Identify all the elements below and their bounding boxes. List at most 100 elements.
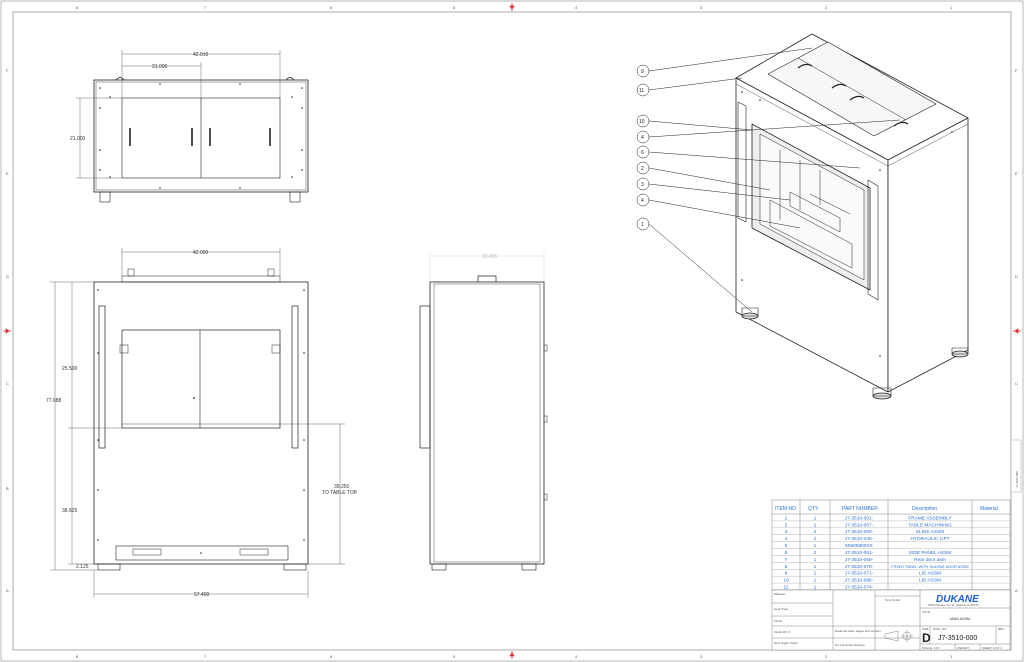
bom-part-number: J7-3510-001- [845, 515, 874, 521]
zone-col-label: 8 [76, 5, 79, 10]
bom-table [771, 499, 1011, 591]
balloon-label: 10 [639, 119, 645, 125]
balloon-callouts [636, 47, 901, 313]
bom-qty: 1 [814, 536, 817, 542]
zone-row-label: A [1015, 588, 1018, 593]
zone-col-label: 2 [825, 5, 828, 10]
bom-item-no: 4 [785, 536, 788, 542]
dim-front-bottom: 57.400 [194, 592, 210, 598]
bom-item-no: 7 [785, 557, 788, 563]
balloon-label: 6 [641, 150, 644, 156]
zone-row-label: D [6, 274, 9, 279]
dim-front-width: 42.000 [193, 250, 209, 256]
bom-description: FRAME ASSEMBLY [908, 515, 952, 521]
bom-item-no: 5 [785, 543, 788, 549]
bom-qty: 1 [814, 543, 817, 549]
tb-title-label: TITLE: [922, 610, 931, 614]
bom-header-desc: Description [912, 506, 937, 512]
zone-col-label: 3 [700, 654, 703, 659]
balloon-label: 11 [639, 88, 644, 94]
tb-break-edges: Break all sharp edges and corners [835, 629, 881, 633]
zone-row-label: C [1015, 381, 1018, 386]
zone-col-label: 5 [453, 654, 456, 659]
tb-drawn-by: Tony Sutter [885, 598, 900, 602]
bom-item-no: 9 [785, 571, 788, 577]
tb-next-higher-label: Next Higher Assm: [774, 641, 799, 645]
bom-item-no: 6 [785, 550, 788, 556]
bom-part-number: J7-3510-071- [845, 571, 874, 577]
side-stamp: J7-3510-000 [1015, 471, 1019, 488]
bom-item-no: 2 [785, 522, 788, 528]
zone-row-label: D [1015, 274, 1018, 279]
center-marks [3, 3, 1021, 659]
dim-front-height: 77.688 [46, 398, 62, 404]
zone-row-label: E [6, 171, 9, 176]
bom-part-number: J7-3510-070- [845, 564, 874, 570]
bom-item-no: 1 [785, 515, 788, 521]
tb-do-not-scale: Do Not Scale Drawing [835, 643, 865, 647]
zone-row-label: E [1015, 171, 1018, 176]
sheet-inner-frame [12, 11, 1012, 651]
side-stamp-box [1010, 439, 1022, 493]
bom-qty: 1 [814, 515, 817, 521]
zone-col-label: 1 [950, 654, 953, 659]
dim-front-table: 39.250 [334, 484, 350, 490]
zone-row-label: C [6, 381, 9, 386]
tb-heat-treat-label: Heat Treat: [774, 607, 789, 611]
bom-qty: 1 [814, 584, 817, 590]
dim-front-lower: 38.625 [62, 508, 78, 514]
bom-part-number: 50606900XX [845, 543, 874, 549]
dim-front-base: 2.125 [76, 564, 89, 570]
bom-description: LID ASSM [919, 571, 941, 577]
bom-item-no: 11 [784, 584, 789, 590]
bom-qty: 1 [814, 571, 817, 577]
tb-dwg-no: J7-3510-000 [938, 635, 977, 642]
bom-qty: 2 [814, 529, 817, 535]
bom-item-no: 3 [785, 529, 788, 535]
balloon-label: 3 [641, 182, 644, 188]
balloon-label: 1 [641, 222, 644, 228]
tb-rev-label: REV [998, 627, 1004, 631]
bom-item-no: 10 [783, 578, 789, 584]
zone-col-label: 6 [330, 5, 333, 10]
tb-dwg-label: DWG. NO. [933, 627, 947, 631]
dim-top-depth: 21.000 [70, 136, 86, 142]
tb-title: MAIN ASSM [950, 617, 970, 621]
isometric-view [735, 33, 969, 400]
balloon-label: 4 [641, 198, 644, 204]
zone-col-label: 1 [950, 5, 953, 10]
balloon-label: 9 [641, 69, 644, 75]
dim-top-half-width: 21.000 [152, 64, 168, 70]
tb-weight: WEIGHT: [957, 646, 970, 650]
bom-part-number: J7-3510-006- [845, 529, 874, 535]
bom-qty: 1 [814, 557, 817, 563]
bom-part-number: J7-3510-061- [845, 550, 874, 556]
top-view [76, 50, 309, 203]
bom-description: SIDE PANEL ASSM [909, 550, 951, 556]
bom-part-number: J7-3510-096- [845, 578, 874, 584]
bom-qty: 1 [814, 578, 817, 584]
zone-row-label: F [6, 68, 9, 73]
zone-col-label: 7 [204, 5, 207, 10]
front-view [50, 248, 345, 598]
balloon-label: 4 [641, 135, 644, 141]
dim-top-width: 42.0±0 [193, 52, 208, 58]
bom-qty: 1 [814, 564, 817, 570]
bom-description: HYDRAULIC LIFT [911, 536, 950, 542]
side-view [419, 252, 548, 571]
bom-description: SLIDE ASSM [916, 529, 945, 535]
bom-qty: 2 [814, 550, 817, 556]
zone-row-label: F [1015, 68, 1018, 73]
bom-header-material: Material [980, 506, 998, 512]
zone-col-label: 8 [76, 654, 79, 659]
tb-material-label: Material: [774, 592, 786, 596]
dim-front-table-note: TO TABLE TOP [322, 490, 358, 496]
zone-col-label: 2 [825, 654, 828, 659]
tb-finish-label: Finish: [774, 619, 783, 623]
bom-part-number: J7-3510-074- [845, 584, 874, 590]
zone-col-label: 6 [330, 654, 333, 659]
title-block [771, 589, 1011, 651]
tb-scale: SCALE: 1:15 [922, 646, 940, 650]
bom-part-number: J7-3510-007- [845, 522, 874, 528]
